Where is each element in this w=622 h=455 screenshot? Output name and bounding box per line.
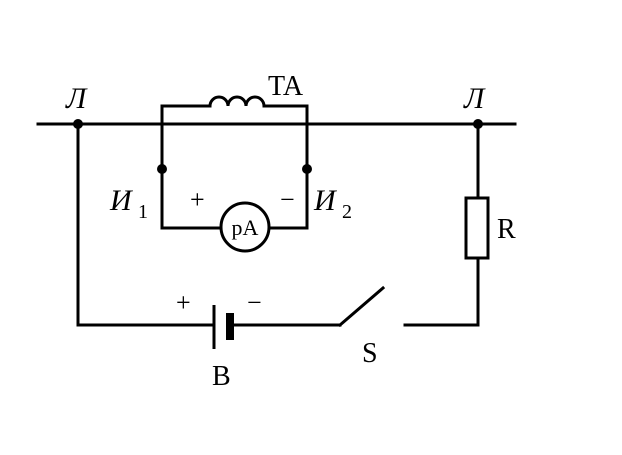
resistor-label: R <box>497 214 516 245</box>
transformer-coil <box>208 95 266 108</box>
line-label-right: Л <box>463 82 486 115</box>
ammeter <box>219 201 271 253</box>
transformer-right-lead <box>262 104 309 126</box>
secondary-lead-left <box>160 122 223 230</box>
terminal-2-dot <box>302 164 312 174</box>
secondary-lead-right <box>267 122 309 230</box>
resistor <box>464 196 490 260</box>
battery-plus-label: + <box>176 288 191 317</box>
terminal-1-label: И <box>109 184 134 217</box>
transformer-left-lead <box>160 104 212 126</box>
switch-blade <box>337 285 386 328</box>
meter-label: pA <box>232 215 259 240</box>
terminal-2-subscript: 2 <box>342 201 352 223</box>
terminal-1-dot <box>157 164 167 174</box>
switch-to-resistor-wire <box>403 255 480 327</box>
terminal-1-subscript: 1 <box>138 201 148 223</box>
line-label-left: Л <box>65 82 88 115</box>
meter-plus-label: + <box>190 185 205 214</box>
left-loop-wire <box>76 122 215 327</box>
meter-minus-label: − <box>280 185 295 214</box>
battery-minus-label: − <box>247 288 262 317</box>
terminal-2-label: И <box>313 184 338 217</box>
battery-label: B <box>212 361 231 392</box>
transformer-label: TA <box>268 71 304 102</box>
switch-label: S <box>362 338 378 369</box>
